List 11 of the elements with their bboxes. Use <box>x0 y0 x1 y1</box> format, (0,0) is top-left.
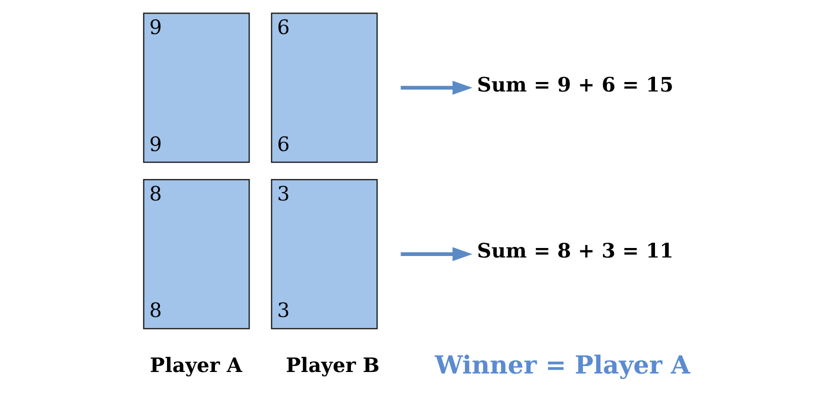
node-box: 9 9 <box>143 12 250 163</box>
label: Player B <box>286 352 380 377</box>
node-box: 3 3 <box>270 179 378 330</box>
arrow <box>400 247 472 262</box>
node-box: 8 8 <box>143 179 250 330</box>
label: Winner = Player A <box>434 350 690 380</box>
label: Player A <box>150 352 242 377</box>
node-text: Sum = 9 + 6 = 15 <box>477 72 674 96</box>
arrow <box>400 80 472 95</box>
node-box: 6 6 <box>270 12 378 163</box>
node-text: Sum = 8 + 3 = 11 <box>477 238 674 263</box>
